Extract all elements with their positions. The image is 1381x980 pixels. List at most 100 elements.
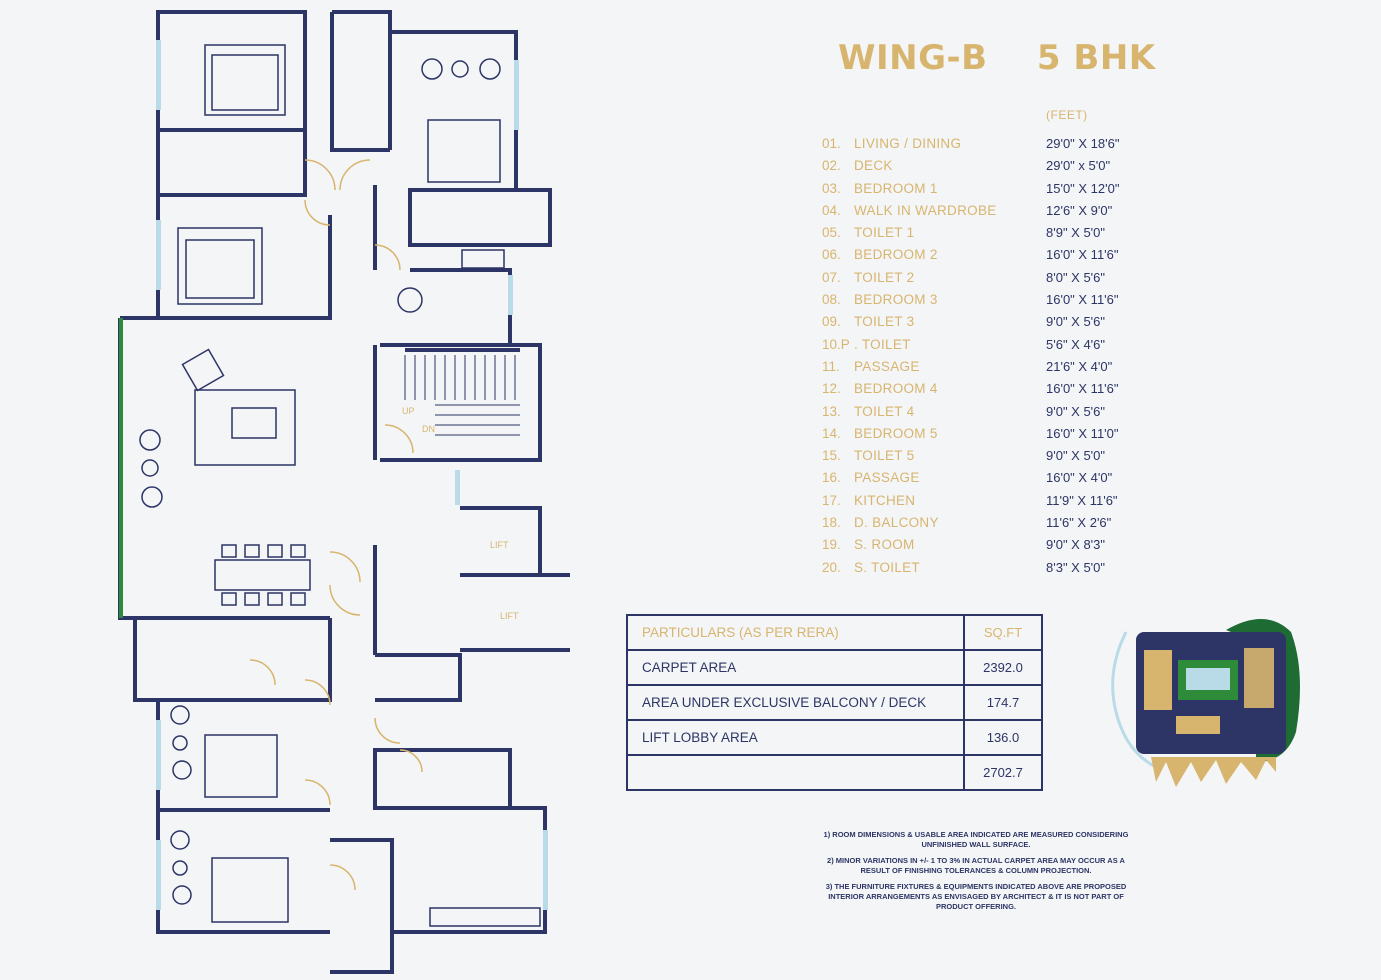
room-dim: 29'0" x 5'0": [1046, 158, 1111, 174]
notes: 1) ROOM DIMENSIONS & USABLE AREA INDICAT…: [816, 830, 1136, 918]
room-row: 14. BEDROOM 5 16'0" X 11'0": [822, 426, 1152, 448]
key-plan-pool: [1186, 668, 1230, 690]
area-table-header: PARTICULARS (AS PER RERA) SQ.FT: [626, 614, 1043, 651]
room-row: 13. TOILET 4 9'0" X 5'6": [822, 404, 1152, 426]
room-num: 17.: [822, 492, 841, 508]
area-table-row: AREA UNDER EXCLUSIVE BALCONY / DECK 174.…: [626, 684, 1043, 721]
room-dim: 16'0" X 11'0": [1046, 425, 1119, 441]
room-num: 04.: [822, 202, 841, 218]
room-num: 07.: [822, 269, 841, 285]
room-dim: 16'0" X 11'6": [1046, 292, 1119, 308]
area-table-row: LIFT LOBBY AREA 136.0: [626, 719, 1043, 756]
key-plan-wing-b: [1176, 716, 1220, 734]
room-dim: 9'0" X 5'0": [1046, 448, 1106, 464]
area-row-label: CARPET AREA: [626, 649, 965, 686]
room-dim: 11'9" X 11'6": [1046, 492, 1118, 508]
stair-dn-label: DN: [422, 424, 435, 434]
area-row-label: AREA UNDER EXCLUSIVE BALCONY / DECK: [626, 684, 965, 721]
room-num: 16.: [822, 470, 841, 486]
room-name: WALK IN WARDROBE: [854, 202, 997, 218]
room-row: 16. PASSAGE 16'0" X 4'0": [822, 470, 1152, 492]
room-dim: 11'6" X 2'6": [1046, 515, 1112, 531]
room-row: 01. LIVING / DINING 29'0" X 18'6": [822, 136, 1152, 158]
room-name: TOILET 3: [854, 314, 915, 330]
room-row: 02. DECK 29'0" x 5'0": [822, 158, 1152, 180]
area-row-value: 136.0: [963, 719, 1043, 756]
room-name: BEDROOM 1: [854, 180, 938, 196]
room-name: TOILET 1: [854, 225, 915, 241]
room-num: 08.: [822, 292, 841, 308]
wall-outline: [118, 10, 570, 974]
room-row: 05. TOILET 1 8'9" X 5'0": [822, 225, 1152, 247]
room-dim: 29'0" X 18'6": [1046, 136, 1120, 151]
units-label: (FEET): [1046, 108, 1088, 122]
room-dim: 16'0" X 11'6": [1046, 381, 1119, 397]
room-name: BEDROOM 5: [854, 425, 938, 441]
room-name: LIVING / DINING: [854, 136, 962, 151]
room-dim: 8'0" X 5'6": [1046, 269, 1106, 285]
room-name: PASSAGE: [854, 470, 920, 486]
room-num: 15.: [822, 448, 841, 464]
key-plan-wing-c: [1244, 648, 1274, 708]
room-dim: 16'0" X 4'0": [1046, 470, 1113, 486]
room-num: 09.: [822, 314, 841, 330]
area-table-row: 2702.7: [626, 754, 1043, 791]
room-num: 18.: [822, 515, 841, 531]
room-name: KITCHEN: [854, 492, 916, 508]
doors: [249, 159, 423, 891]
area-table: PARTICULARS (AS PER RERA) SQ.FT CARPET A…: [626, 614, 1043, 791]
room-dim: 21'6" X 4'0": [1046, 358, 1113, 374]
area-row-label: [626, 754, 965, 791]
area-table-header-label: PARTICULARS (AS PER RERA): [626, 614, 965, 651]
room-name: DECK: [854, 158, 893, 174]
area-table-row: CARPET AREA 2392.0: [626, 649, 1043, 686]
area-row-value: 174.7: [963, 684, 1043, 721]
room-num: 13.: [822, 403, 841, 419]
area-row-value: 2702.7: [963, 754, 1043, 791]
page-title: WING-B 5 BHK: [838, 38, 1156, 78]
room-dim: 8'9" X 5'0": [1046, 225, 1106, 241]
key-plan-water: [1111, 631, 1157, 769]
area-row-value: 2392.0: [963, 649, 1043, 686]
room-num: 12.: [822, 381, 841, 397]
note-item: 1) ROOM DIMENSIONS & USABLE AREA INDICAT…: [823, 830, 1129, 849]
note-item: 3) THE FURNITURE FIXTURES & EQUIPMENTS I…: [825, 882, 1127, 911]
room-num: 20.: [822, 559, 841, 575]
room-name: S. ROOM: [854, 537, 915, 553]
lift-1-label: LIFT: [490, 540, 509, 550]
room-dim: 8'3" X 5'0": [1046, 559, 1106, 575]
room-dim: 16'0" X 11'6": [1046, 247, 1119, 263]
area-row-label: LIFT LOBBY AREA: [626, 719, 965, 756]
unit-type-label: 5 BHK: [1036, 38, 1156, 78]
room-name: BEDROOM 2: [854, 247, 938, 263]
wing-label: WING-B: [838, 38, 988, 78]
note-item: 2) MINOR VARIATIONS IN +/- 1 TO 3% IN AC…: [827, 856, 1125, 875]
room-name: TOILET 4: [854, 403, 915, 419]
key-plan-wing-a: [1144, 650, 1172, 710]
room-name: BEDROOM 4: [854, 381, 938, 397]
key-plan: [1111, 618, 1300, 787]
staircase: [404, 355, 520, 436]
room-num: 14.: [822, 425, 841, 441]
room-num: 01.: [822, 136, 841, 151]
room-dim: 9'0" X 5'6": [1046, 314, 1106, 330]
room-row: 09. TOILET 3 9'0" X 5'6": [822, 314, 1152, 336]
room-dim: 9'0" X 5'6": [1046, 403, 1106, 419]
room-num: 05.: [822, 225, 841, 241]
windows: [156, 40, 548, 910]
lift-2-label: LIFT: [500, 611, 519, 621]
room-dim: 5'6" X 4'6": [1046, 336, 1106, 352]
key-plan-skyline: [1151, 757, 1276, 787]
room-num: 02.: [822, 158, 841, 174]
